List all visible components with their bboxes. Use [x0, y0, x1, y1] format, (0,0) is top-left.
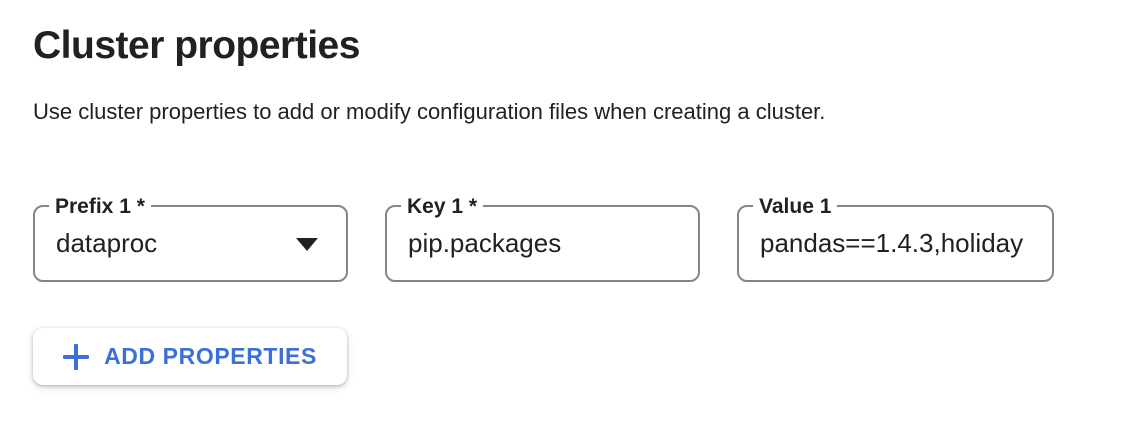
key-input[interactable] — [387, 207, 698, 280]
value-field: Value 1 — [737, 196, 1054, 282]
value-field-label: Value 1 — [753, 196, 838, 218]
key-field-label: Key 1 * — [401, 196, 484, 218]
property-row: Prefix 1 * dataproc Key 1 * Value 1 — [33, 196, 1122, 282]
prefix-field-value: dataproc — [56, 228, 158, 258]
cluster-properties-section: Cluster properties Use cluster propertie… — [33, 24, 1122, 385]
section-description: Use cluster properties to add or modify … — [33, 99, 826, 124]
plus-icon — [63, 343, 90, 370]
page-title: Cluster properties — [33, 24, 360, 67]
add-properties-label: ADD PROPERTIES — [104, 343, 317, 369]
prefix-select-field[interactable]: Prefix 1 * dataproc — [33, 196, 348, 282]
add-properties-button[interactable]: ADD PROPERTIES — [33, 328, 347, 385]
prefix-field-label: Prefix 1 * — [49, 196, 151, 218]
key-field: Key 1 * — [385, 196, 700, 282]
dropdown-arrow-icon[interactable] — [296, 237, 318, 251]
value-input[interactable] — [739, 207, 1052, 280]
